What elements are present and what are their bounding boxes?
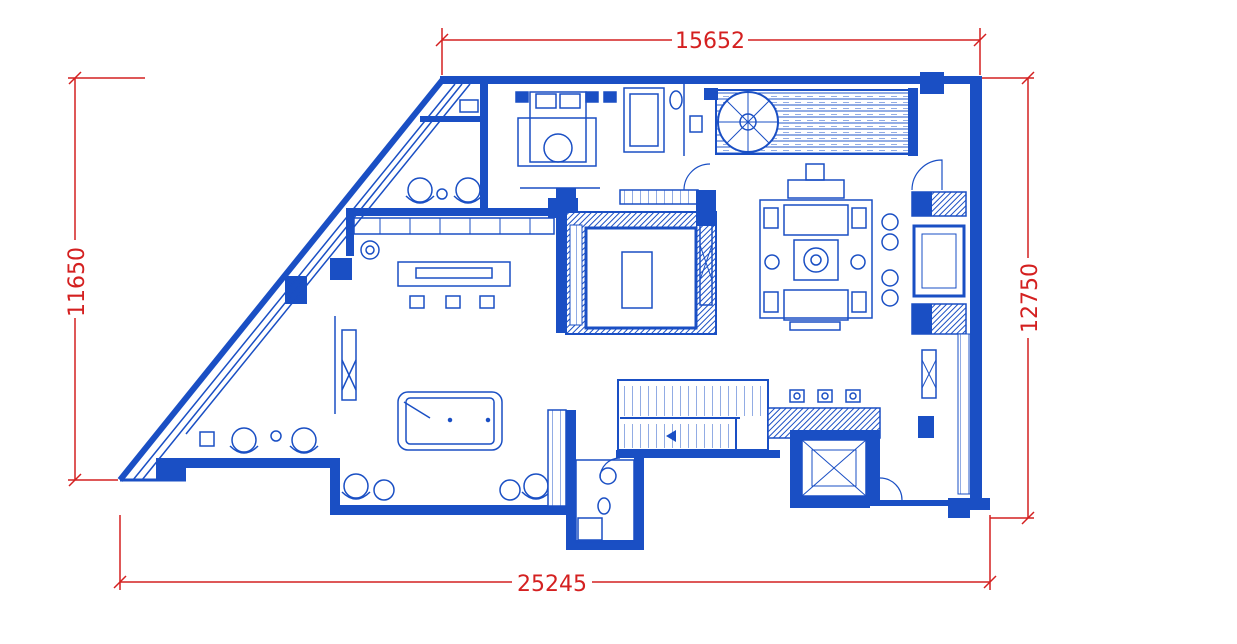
dimension-left-label: 11650	[65, 247, 90, 317]
billiard-right-wall	[547, 409, 576, 507]
lounge-chairs	[199, 427, 551, 501]
balcony-chairs	[405, 177, 483, 204]
dimension-right-label: 12750	[1018, 263, 1043, 333]
central-room	[565, 190, 717, 335]
lift-lobby-stools	[789, 389, 861, 403]
billiard-table	[397, 391, 503, 451]
dimension-top-label: 15652	[675, 29, 745, 54]
garden-deck	[704, 88, 918, 156]
wall-cabinets	[353, 217, 555, 235]
right-cabinets	[911, 191, 971, 495]
elevator	[767, 407, 881, 506]
bed	[515, 91, 600, 189]
diagonal-wall	[117, 76, 471, 482]
staircase	[616, 379, 780, 458]
dimension-bottom-label: 25245	[517, 572, 587, 597]
door-swings	[599, 159, 943, 501]
wardrobe-strip	[619, 189, 699, 205]
bathroom	[603, 84, 703, 156]
bedroom-walls	[346, 84, 578, 333]
west-screen	[334, 316, 357, 414]
living-room-furniture	[759, 163, 873, 331]
guest-bathroom	[575, 459, 635, 543]
bar-counter	[360, 240, 511, 309]
billiard-room-walls	[346, 216, 354, 256]
living-side-chairs	[881, 213, 899, 307]
wash-basin	[459, 99, 479, 113]
